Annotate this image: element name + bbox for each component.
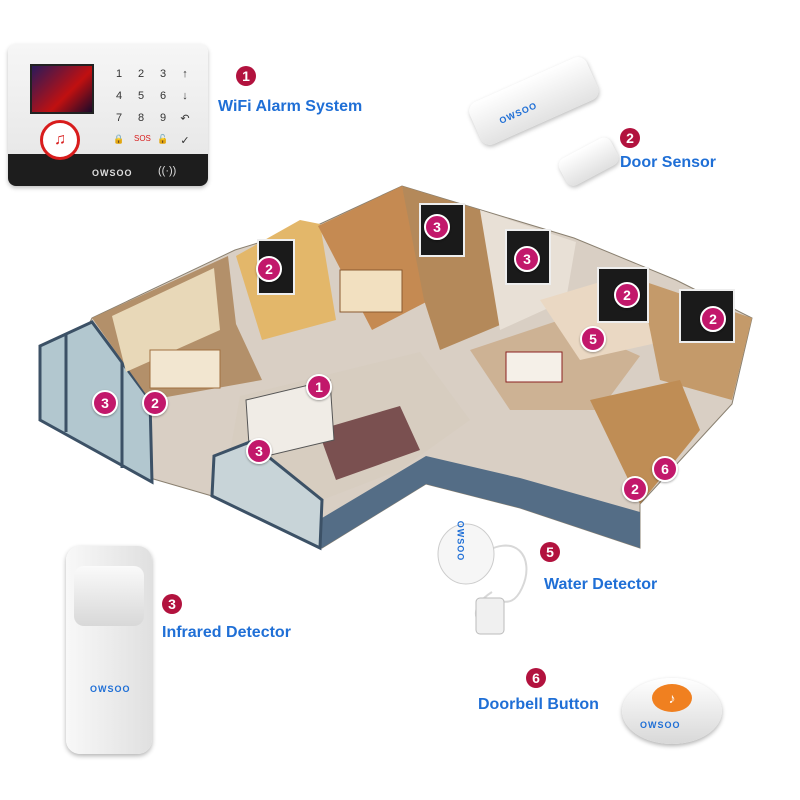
key: 2 bbox=[137, 68, 145, 80]
key: 🔓 bbox=[157, 134, 169, 144]
key: 1 bbox=[115, 68, 123, 80]
product-label-infrared-detector: Infrared Detector bbox=[162, 624, 291, 641]
key: 5 bbox=[137, 90, 145, 102]
alarm-panel-image: ♫ 1 2 3 ↑ 4 5 6 ↓ 7 8 9 ↶ 🔒 SOS 🔓 ✓ OWSO… bbox=[8, 44, 208, 186]
doorbell-icon: ♪ bbox=[652, 684, 692, 712]
water-brand-logo: OWSOO bbox=[455, 520, 466, 562]
key: 6 bbox=[159, 90, 167, 102]
product-label-wifi-alarm-system: WiFi Alarm System bbox=[218, 98, 363, 115]
product-number-badge: 3 bbox=[162, 594, 182, 614]
house-marker: 2 bbox=[622, 476, 648, 502]
infrared-detector-image: OWSOO bbox=[66, 546, 152, 754]
infrared-brand-logo: OWSOO bbox=[90, 684, 131, 694]
house-marker: 6 bbox=[652, 456, 678, 482]
house-marker: 3 bbox=[92, 390, 118, 416]
product-label-doorbell-button: Doorbell Button bbox=[478, 696, 599, 713]
house-marker: 3 bbox=[246, 438, 272, 464]
key: ↓ bbox=[182, 90, 188, 102]
key: SOS bbox=[134, 134, 151, 143]
key: 8 bbox=[137, 112, 145, 124]
panel-screen bbox=[30, 64, 94, 114]
panel-brand-logo: OWSOO bbox=[92, 168, 133, 178]
key: 4 bbox=[115, 90, 123, 102]
house-marker: 2 bbox=[142, 390, 168, 416]
key: ✓ bbox=[180, 135, 190, 147]
house-marker: 2 bbox=[700, 306, 726, 332]
product-label-door-sensor: Door Sensor bbox=[620, 154, 717, 171]
rfid-icon: ((·)) bbox=[158, 165, 177, 177]
product-number-badge: 1 bbox=[236, 66, 256, 86]
key: 9 bbox=[159, 112, 167, 124]
product-number-badge: 2 bbox=[620, 128, 640, 148]
doorbell-button-image: ♪ OWSOO bbox=[622, 668, 722, 748]
house-marker: 5 bbox=[580, 326, 606, 352]
alarm-bell-icon: ♫ bbox=[40, 120, 80, 160]
doorbell-brand-logo: OWSOO bbox=[640, 720, 681, 730]
house-marker: 2 bbox=[256, 256, 282, 282]
key: 🔒 bbox=[113, 134, 125, 144]
key: 7 bbox=[115, 112, 123, 124]
product-number-badge: 5 bbox=[540, 542, 560, 562]
water-detector-image: OWSOO bbox=[426, 518, 546, 644]
house-marker: 3 bbox=[424, 214, 450, 240]
house-marker: 3 bbox=[514, 246, 540, 272]
product-label-water-detector: Water Detector bbox=[544, 576, 658, 593]
product-number-badge: 6 bbox=[526, 668, 546, 688]
key: 3 bbox=[159, 68, 167, 80]
house-marker: 2 bbox=[614, 282, 640, 308]
key: ↶ bbox=[180, 113, 190, 125]
key: ↑ bbox=[182, 68, 188, 80]
house-marker: 1 bbox=[306, 374, 332, 400]
